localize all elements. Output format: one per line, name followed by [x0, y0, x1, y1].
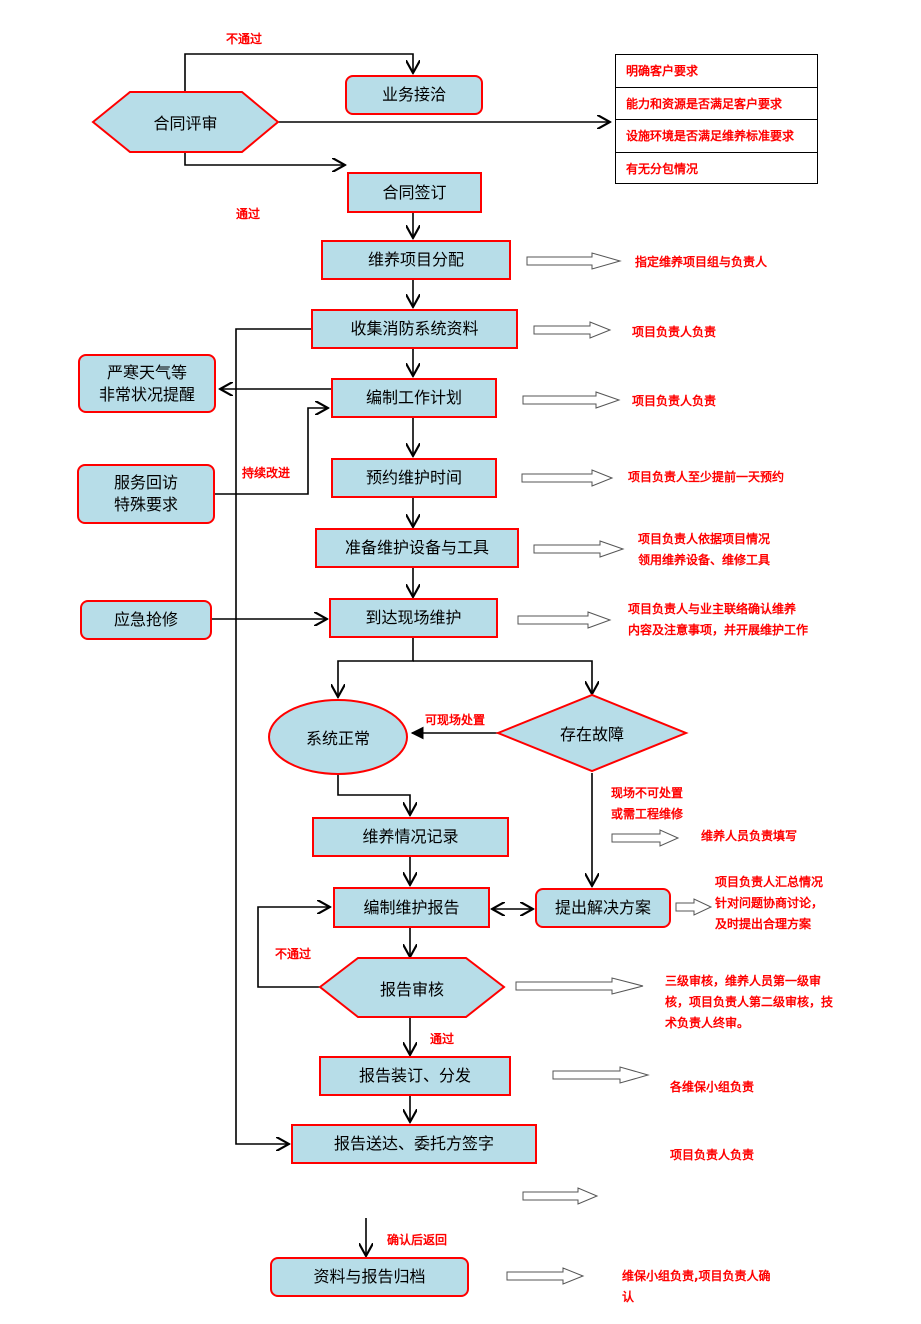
note-archive-line1: 维保小组负责,项目负责人确: [622, 1269, 771, 1283]
fault-exists-shape: [495, 693, 689, 773]
work-plan-node: 编制工作计划: [331, 378, 497, 418]
hollow-arrow-archive: [506, 1267, 585, 1285]
report-deliver-node: 报告送达、委托方签字: [291, 1124, 537, 1164]
note-archive: 维保小组负责,项目负责人确 认: [622, 1266, 771, 1308]
emergency-node: 应急抢修: [80, 600, 212, 640]
note-record: 维养人员负责填写: [701, 829, 798, 843]
note-prepare: 项目负责人依据项目情况 领用维养设备、维修工具: [638, 529, 770, 571]
hollow-arrows: [506, 252, 713, 1285]
note-onsite: 项目负责人与业主联络确认维养 内容及注意事项，并开展维护工作: [628, 599, 808, 641]
onsite-node: 到达现场维护: [329, 598, 498, 638]
hollow-arrow-deliver: [522, 1187, 599, 1205]
requirement-row: 明确客户要求: [616, 55, 817, 88]
note-review-line3: 术负责人终审。: [665, 1016, 750, 1030]
requirement-row: 设施环境是否满足维养标准要求: [616, 120, 817, 153]
report-bind-node: 报告装订、分发: [319, 1056, 511, 1096]
connector-pass-top: [184, 150, 345, 165]
prepare-tools-node: 准备维护设备与工具: [315, 528, 519, 568]
business-contact-node: 业务接洽: [345, 75, 483, 115]
label-not-onsite-1: 现场不可处置: [611, 786, 684, 800]
followup-line1: 服务回访: [113, 473, 178, 492]
note-collect: 项目负责人负责: [632, 325, 717, 339]
label-not-onsite-2: 或需工程维修: [611, 807, 684, 821]
weather-alert-node: 严寒天气等 非常状况提醒: [78, 354, 216, 413]
connector-not-pass-top: [184, 53, 413, 93]
note-review-line1: 三级审核，维养人员第一级审: [665, 974, 822, 988]
followup-line2: 特殊要求: [113, 495, 178, 514]
hollow-arrow-bind: [552, 1066, 650, 1084]
system-normal-label: 系统正常: [305, 729, 370, 748]
requirement-row: 能力和资源是否满足客户要求: [616, 88, 817, 120]
hollow-arrow-plan: [522, 391, 621, 409]
note-solution-line3: 及时提出合理方案: [715, 917, 812, 931]
requirements-table: 明确客户要求 能力和资源是否满足客户要求 设施环境是否满足维养标准要求 有无分包…: [615, 54, 818, 184]
note-solution-line1: 项目负责人汇总情况: [715, 875, 824, 889]
followup-node: 服务回访 特殊要求: [77, 464, 215, 524]
note-prepare-line1: 项目负责人依据项目情况: [638, 532, 771, 546]
weather-alert-line2: 非常状况提醒: [98, 384, 195, 404]
hollow-arrow-solution: [675, 898, 713, 916]
label-pass-review: 通过: [430, 1032, 455, 1046]
hollow-arrow-schedule: [521, 469, 614, 487]
hollow-arrow-onsite: [517, 611, 612, 629]
contract-review-label: 合同评审: [153, 114, 218, 133]
note-solution-line2: 针对问题协商讨论，: [715, 896, 824, 910]
collect-data-node: 收集消防系统资料: [311, 309, 518, 349]
solution-node: 提出解决方案: [535, 888, 671, 928]
archive-node: 资料与报告归档: [270, 1257, 469, 1297]
report-review-label: 报告审核: [379, 979, 444, 999]
note-assign: 指定维养项目组与负责人: [635, 255, 768, 269]
label-not-pass-review: 不通过: [275, 947, 312, 961]
label-confirm-return: 确认后返回: [387, 1233, 448, 1247]
label-pass-top: 通过: [236, 207, 261, 221]
contract-sign-node: 合同签订: [347, 172, 482, 213]
requirement-row: 有无分包情况: [626, 162, 699, 177]
note-plan: 项目负责人负责: [632, 394, 717, 408]
note-archive-line2: 认: [622, 1290, 635, 1304]
record-node: 维养情况记录: [312, 817, 509, 857]
note-bind: 各维保小组负责: [670, 1080, 755, 1094]
hollow-arrow-prepare: [533, 540, 625, 558]
note-review-line2: 核，项目负责人第二级审核，技: [665, 995, 834, 1009]
label-onsite-handle: 可现场处置: [425, 713, 486, 727]
note-onsite-line2: 内容及注意事项，并开展维护工作: [628, 623, 809, 637]
note-schedule: 项目负责人至少提前一天预约: [628, 470, 785, 484]
contract-review-shape: [91, 91, 280, 153]
connector-onsite-split: [338, 637, 414, 697]
schedule-time-node: 预约维护时间: [331, 458, 497, 498]
fault-exists-label: 存在故障: [559, 725, 624, 744]
hollow-arrow-review: [515, 977, 644, 995]
hollow-arrow-record: [611, 829, 680, 847]
note-solution: 项目负责人汇总情况 针对问题协商讨论， 及时提出合理方案: [715, 872, 823, 935]
system-normal-shape: [268, 699, 408, 775]
note-review: 三级审核，维养人员第一级审 核，项目负责人第二级审核，技 术负责人终审。: [665, 971, 833, 1034]
connector-review-fail: [257, 907, 330, 988]
label-not-pass-top: 不通过: [226, 32, 263, 46]
hollow-arrow-collect: [533, 321, 612, 339]
report-review-shape: [318, 957, 506, 1018]
report-compile-node: 编制维护报告: [333, 887, 490, 928]
note-prepare-line2: 领用维养设备、维修工具: [638, 553, 771, 567]
project-assign-node: 维养项目分配: [321, 240, 511, 280]
label-continuous-improve: 持续改进: [242, 466, 291, 480]
note-deliver: 项目负责人负责: [670, 1148, 755, 1162]
connector-followup-plan: [215, 408, 328, 495]
connector-normal-record: [337, 773, 410, 815]
hollow-arrow-assign: [526, 252, 622, 270]
connector-left-loop: [235, 328, 311, 1144]
note-onsite-line1: 项目负责人与业主联络确认维养: [628, 602, 797, 616]
weather-alert-line1: 严寒天气等: [106, 362, 187, 382]
connector-onsite-fault: [413, 660, 592, 694]
